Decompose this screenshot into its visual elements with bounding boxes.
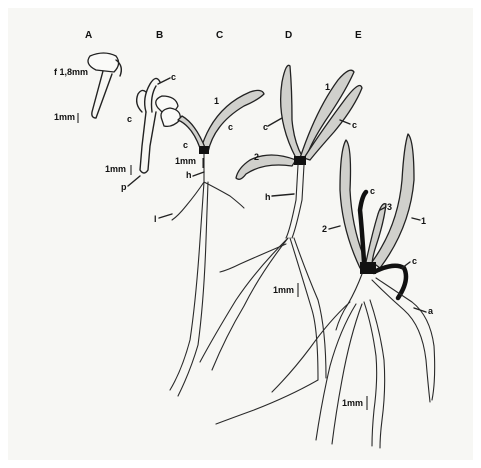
label-c-d2: c <box>352 120 357 130</box>
label-leaf-1-c: 1 <box>214 96 219 106</box>
stage-label-b: B <box>156 30 163 41</box>
label-c-d1: c <box>263 122 268 132</box>
stage-label-c: C <box>216 30 223 41</box>
label-h-c: h <box>186 170 192 180</box>
label-c-e1: c <box>370 186 375 196</box>
stage-label-e: E <box>355 30 362 41</box>
seed-size-label: f 1,8mm <box>54 67 88 77</box>
node-c <box>199 146 209 154</box>
scale-label-e: 1mm <box>342 398 363 408</box>
scale-label-d: 1mm <box>273 285 294 295</box>
node-d <box>294 156 306 165</box>
label-leaf-1-d: 1 <box>325 82 330 92</box>
label-l: l <box>154 214 157 224</box>
label-leaf-3-e: 3 <box>387 202 392 212</box>
label-c-c2: c <box>183 140 188 150</box>
scale-label-c: 1mm <box>175 156 196 166</box>
label-h-d: h <box>265 192 271 202</box>
scale-label-a: 1mm <box>54 112 75 122</box>
label-leaf-1-e: 1 <box>421 216 426 226</box>
scale-label-b: 1mm <box>105 164 126 174</box>
stage-label-d: D <box>285 30 292 41</box>
label-c-b1: c <box>171 72 176 82</box>
stage-label-a: A <box>85 30 92 41</box>
label-leaf-2-e: 2 <box>322 224 327 234</box>
node-e <box>360 262 376 274</box>
label-c-b2: c <box>127 114 132 124</box>
label-p: p <box>121 182 127 192</box>
label-c-e2: c <box>412 256 417 266</box>
label-c-c1: c <box>228 122 233 132</box>
label-leaf-2-d: 2 <box>254 152 259 162</box>
